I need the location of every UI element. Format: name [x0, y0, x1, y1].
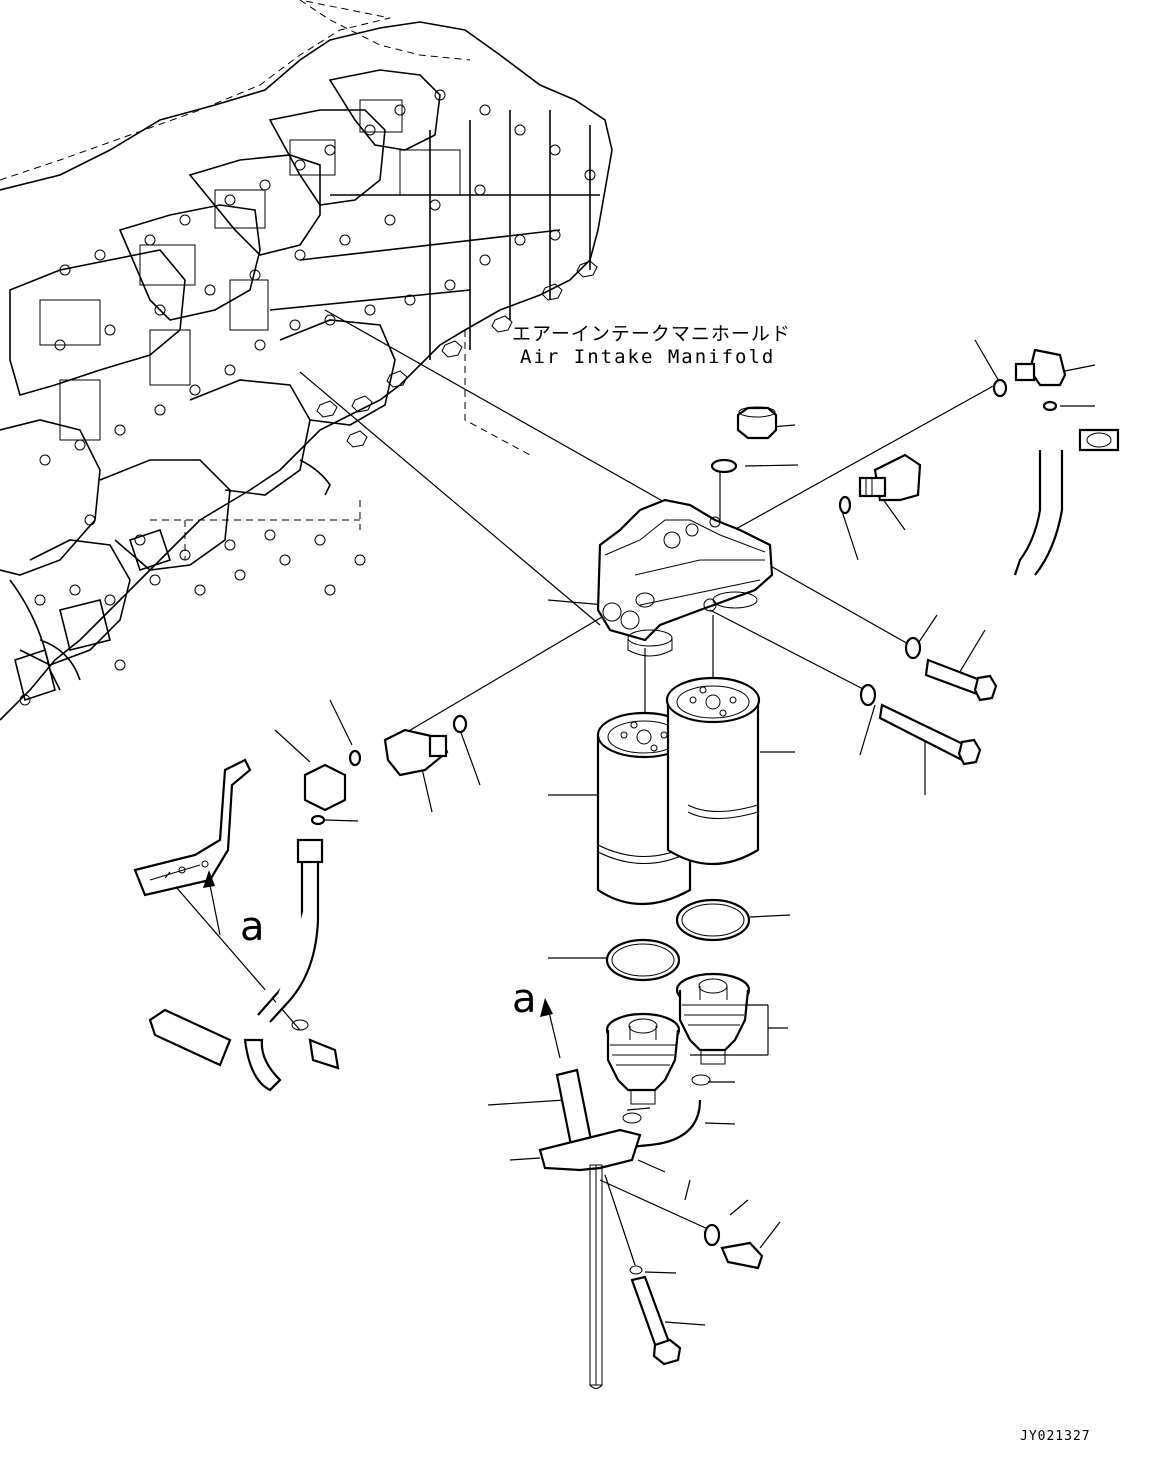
manifold-label-jp: エアーインテークマニホールド	[512, 323, 791, 345]
manifold-label-en: Air Intake Manifold	[520, 346, 775, 368]
view-ref-center: a	[512, 976, 537, 1022]
view-ref-left: a	[240, 904, 265, 950]
hose-top-right	[1013, 428, 1120, 576]
plug-fitting	[710, 406, 778, 474]
o-ring-right	[675, 898, 751, 942]
left-fittings	[303, 714, 468, 826]
elbow-fitting-right	[838, 453, 922, 515]
hose-left	[148, 838, 340, 1092]
drawing-code: JY021327	[1020, 1429, 1091, 1444]
elbow-fitting-top-right	[992, 348, 1067, 412]
drain-assembly	[538, 1068, 764, 1389]
engine-block	[0, 0, 613, 721]
water-separator-bowl-right	[675, 972, 751, 1086]
view-arrow-left	[203, 870, 221, 936]
o-ring-left	[605, 938, 681, 982]
long-bolts-right	[859, 636, 998, 766]
filter-head	[596, 498, 774, 657]
bracket-left	[133, 758, 252, 897]
fuel-filter-right	[665, 676, 761, 865]
water-separator-bowl-left	[605, 1012, 681, 1124]
view-arrow-center	[540, 998, 561, 1059]
